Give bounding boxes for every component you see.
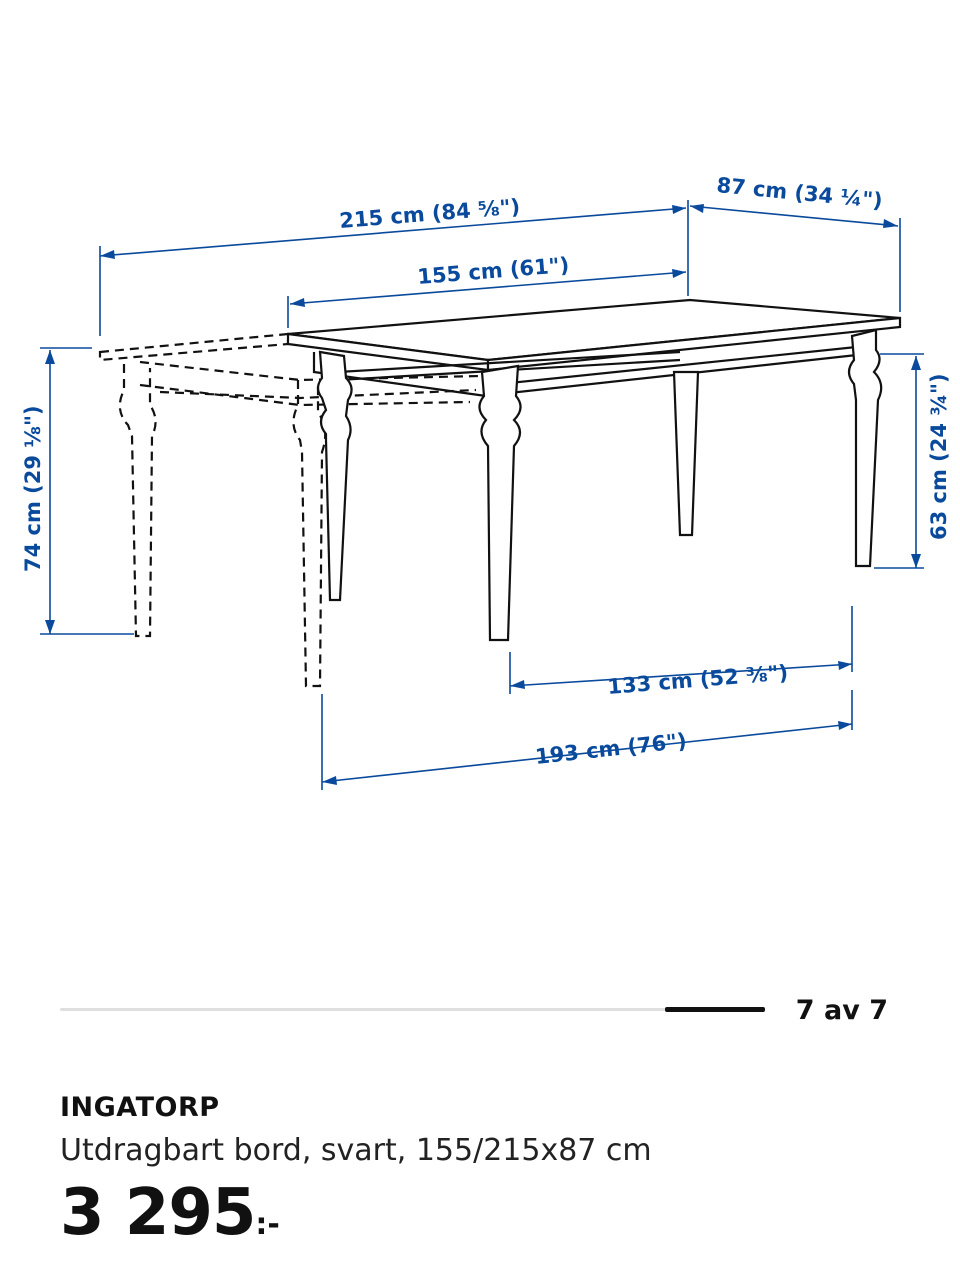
product-price: 3 295:- [60,1176,920,1250]
dim-label-extended-leg-span: 193 cm (76") [534,729,688,769]
dimension-lines [40,200,924,790]
product-info: INGATORP Utdragbart bord, svart, 155/215… [60,1092,920,1250]
dim-label-extended-length: 215 cm (84 ⅝") [338,195,521,233]
carousel-scrollbar-thumb[interactable] [665,1007,765,1012]
carousel-scrollbar-track[interactable] [60,1008,765,1011]
dim-label-depth: 87 cm (34 ¼") [716,173,884,213]
price-value: 3 295 [60,1176,256,1250]
product-description: Utdragbart bord, svart, 155/215x87 cm [60,1133,652,1168]
carousel-counter: 7 av 7 [795,995,888,1026]
dim-label-apron-height: 63 cm (24 ¾") [927,373,951,540]
image-carousel-pager: 7 av 7 [60,995,900,1026]
price-suffix: :- [255,1207,280,1242]
table-illustration [98,298,902,688]
product-name: INGATORP [60,1092,220,1123]
dim-label-leg-span: 133 cm (52 ⅜") [606,661,789,699]
dim-label-height: 74 cm (29 ⅛") [21,405,45,572]
product-dimension-diagram: 215 cm (84 ⅝") 87 cm (34 ¼") 155 cm (61"… [21,173,951,790]
